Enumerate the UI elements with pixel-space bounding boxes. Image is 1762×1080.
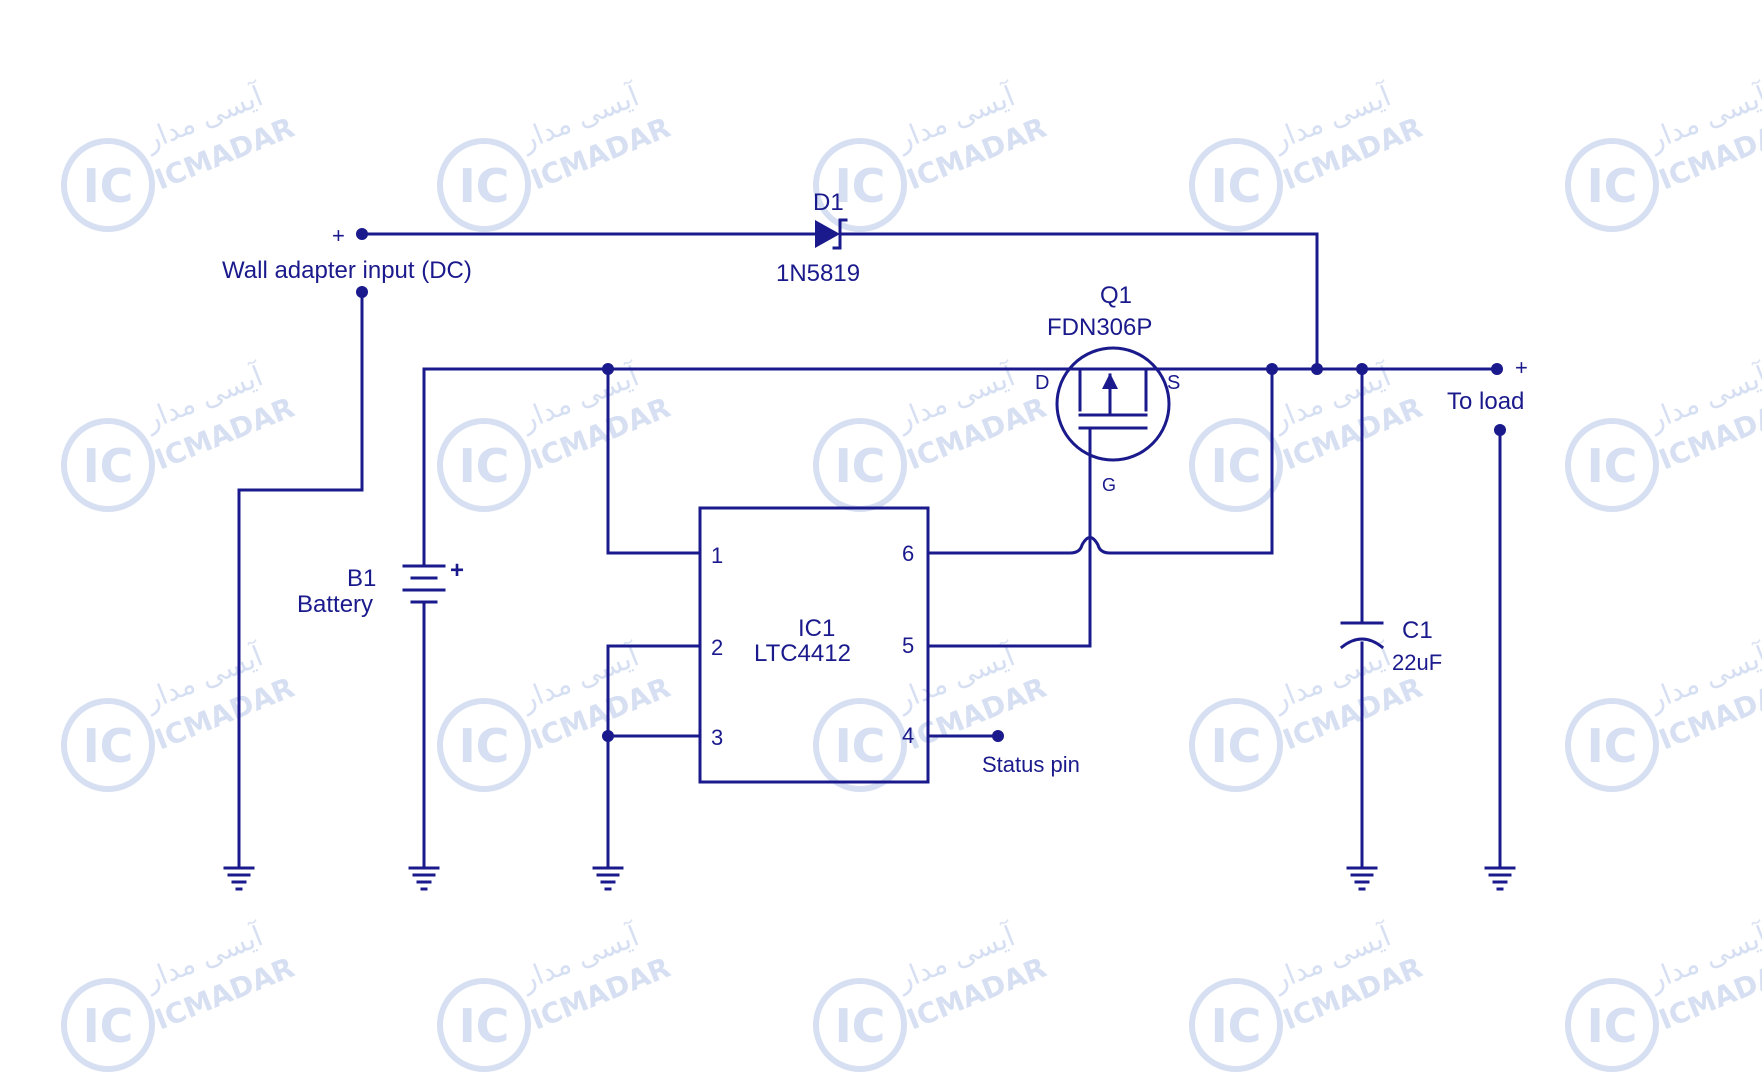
- q1-source: S: [1167, 372, 1180, 394]
- q1-gate: G: [1102, 475, 1116, 495]
- ic1-ref: IC1: [798, 615, 835, 642]
- ic1-pin-4: 4: [902, 723, 914, 748]
- ic1-pin-3: 3: [711, 725, 723, 750]
- svg-text:IC: IC: [459, 159, 510, 213]
- b1-plus-sign: +: [450, 557, 464, 584]
- junctions: [356, 228, 1506, 742]
- svg-text:IC: IC: [83, 999, 134, 1053]
- junction-dot: [1356, 363, 1368, 375]
- d1-part: 1N5819: [776, 260, 860, 287]
- ground-icon: [408, 866, 440, 891]
- capacitor-c1: [1339, 621, 1385, 650]
- wall-input-label: Wall adapter input (DC): [222, 257, 472, 284]
- ic1-pin-5: 5: [902, 633, 914, 658]
- status-terminal: [992, 730, 1004, 742]
- junction-dot: [1266, 363, 1278, 375]
- svg-text:IC: IC: [835, 999, 886, 1053]
- svg-text:IC: IC: [459, 439, 510, 493]
- c1-ref: C1: [1402, 617, 1433, 644]
- status-pin-label: Status pin: [982, 752, 1080, 777]
- svg-text:IC: IC: [835, 439, 886, 493]
- mosfet-q1: [1055, 346, 1171, 467]
- svg-text:IC: IC: [1211, 159, 1262, 213]
- svg-text:IC: IC: [459, 719, 510, 773]
- q1-drain: D: [1035, 372, 1049, 394]
- svg-text:IC: IC: [1211, 719, 1262, 773]
- c1-value: 22uF: [1392, 650, 1442, 675]
- ic1-part: LTC4412: [754, 640, 851, 667]
- junction-dot: [1311, 363, 1323, 375]
- ic1-pin-6: 6: [902, 541, 914, 566]
- b1-name: Battery: [297, 591, 373, 618]
- junction-dot: [602, 363, 614, 375]
- ground-icon: [1484, 866, 1516, 891]
- svg-text:IC: IC: [1587, 439, 1638, 493]
- svg-text:IC: IC: [1587, 159, 1638, 213]
- svg-text:IC: IC: [1587, 999, 1638, 1053]
- q1-part: FDN306P: [1047, 314, 1152, 341]
- b1-ref: B1: [347, 565, 376, 592]
- svg-text:IC: IC: [459, 999, 510, 1053]
- q1-ref: Q1: [1100, 282, 1132, 309]
- ground-symbols: [223, 866, 1516, 891]
- labels: + Wall adapter input (DC) D1 1N5819 Q1 F…: [222, 189, 1528, 777]
- ic1-pin-2: 2: [711, 635, 723, 660]
- svg-text:IC: IC: [83, 439, 134, 493]
- svg-text:IC: IC: [835, 719, 886, 773]
- load-plus-sign: +: [1515, 355, 1528, 380]
- ground-icon: [223, 866, 255, 891]
- svg-text:IC: IC: [1211, 439, 1262, 493]
- svg-text:IC: IC: [1587, 719, 1638, 773]
- diode-d1: [815, 218, 848, 250]
- wires: [237, 232, 1502, 870]
- battery-b1: [402, 564, 446, 604]
- wall-plus-sign: +: [332, 223, 345, 248]
- svg-text:IC: IC: [83, 719, 134, 773]
- load-label: To load: [1447, 388, 1524, 415]
- svg-text:IC: IC: [1211, 999, 1262, 1053]
- svg-text:IC: IC: [83, 159, 134, 213]
- ic1-pin-1: 1: [711, 543, 723, 568]
- load-plus-terminal: [1491, 363, 1503, 375]
- wall-minus-terminal: [356, 286, 368, 298]
- ground-icon: [592, 866, 624, 891]
- ground-icon: [1346, 866, 1378, 891]
- junction-dot: [602, 730, 614, 742]
- wall-plus-terminal: [356, 228, 368, 240]
- ic1-body: [698, 506, 930, 784]
- d1-ref: D1: [813, 189, 844, 216]
- load-minus-terminal: [1494, 424, 1506, 436]
- svg-text:IC: IC: [835, 159, 886, 213]
